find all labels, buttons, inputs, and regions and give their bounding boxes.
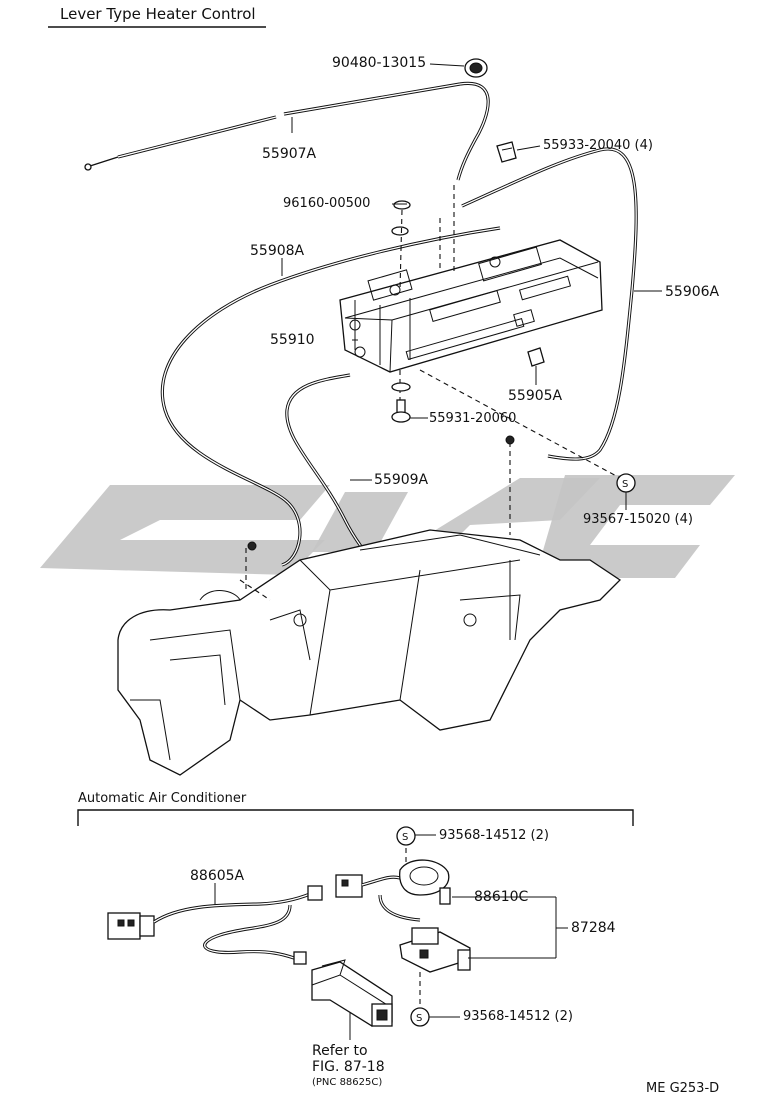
label-93568-14512-top: 93568-14512 (2): [439, 828, 549, 844]
section-title-lever: Lever Type Heater Control: [60, 5, 256, 23]
sensor-88610C: [335, 848, 451, 922]
label-90480-13015: 90480-13015: [332, 55, 427, 71]
label-55931-20060: 55931-20060: [429, 411, 517, 426]
clip-dot: [505, 435, 515, 445]
label-55933-20040: 55933-20040 (4): [543, 138, 653, 154]
knob-55905A: [527, 347, 545, 367]
label-93568-14512-bottom: 93568-14512 (2): [463, 1009, 573, 1025]
leader-55933: [516, 145, 541, 151]
label-93568-bottom-number: 93568-14512: [463, 1009, 551, 1024]
sensor-87284: [399, 927, 471, 1004]
label-93567-15020: 93567-15020 (4): [583, 512, 693, 528]
symbol-s-93568-bottom: S: [416, 1013, 423, 1024]
cable-55908A: [160, 226, 501, 567]
screw-55931: [391, 382, 411, 423]
heater-control-assembly-55910: [339, 239, 603, 373]
leader-90480: [429, 63, 465, 67]
refer-line-1: Refer to: [312, 1043, 368, 1059]
auto-ac-bracket: [77, 809, 634, 826]
label-96160-00500: 96160-00500: [283, 196, 371, 211]
watermark-logo: [40, 475, 735, 628]
screw-symbol-93568-top: [396, 826, 416, 846]
label-55909A: 55909A: [374, 472, 429, 488]
label-93567-number: 93567-15020: [583, 512, 671, 527]
guide-lines: [245, 185, 621, 590]
clip-55933: [496, 141, 517, 163]
label-55933-number: 55933-20040: [543, 138, 631, 153]
label-55910: 55910: [270, 332, 315, 348]
section-title-auto-ac: Automatic Air Conditioner: [78, 791, 247, 806]
cable-55907A: [84, 81, 490, 181]
cable-55906A: [461, 147, 638, 461]
label-87284: 87284: [571, 920, 616, 936]
bracket-87284: [452, 896, 568, 959]
label-55906A: 55906A: [665, 284, 720, 300]
refer-line-2: FIG. 87-18: [312, 1059, 385, 1075]
label-93567-qty: (4): [674, 512, 693, 527]
label-93568-bottom-qty: (2): [554, 1009, 573, 1024]
label-55905A: 55905A: [508, 388, 563, 404]
label-55933-qty: (4): [634, 138, 653, 153]
refer-line-3: (PNC 88625C): [312, 1077, 383, 1088]
harness-88605A: [107, 885, 323, 965]
label-55907A: 55907A: [262, 146, 317, 162]
washer-96160: [391, 200, 411, 236]
symbol-s-93568-top: S: [402, 832, 409, 843]
symbol-s-93567: S: [622, 479, 629, 490]
label-88605A: 88605A: [190, 868, 245, 884]
label-93568-top-number: 93568-14512: [439, 828, 527, 843]
connector-88625C: [311, 959, 393, 1027]
label-55908A: 55908A: [250, 243, 305, 259]
label-93568-top-qty: (2): [530, 828, 549, 843]
heater-unit: [117, 529, 622, 776]
diagram-code: ME G253-D: [646, 1081, 720, 1096]
label-88610C: 88610C: [474, 889, 529, 905]
grommet-90480: [464, 58, 488, 78]
